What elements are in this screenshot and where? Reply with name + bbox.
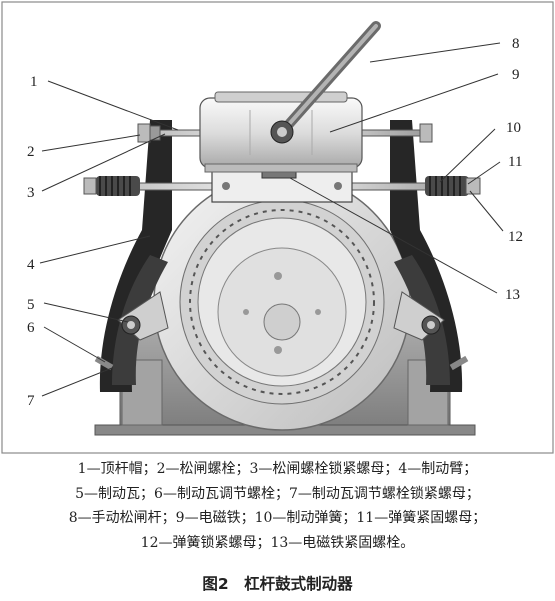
manual-release-lever	[270, 21, 381, 144]
leader-lines	[39, 42, 504, 397]
legend-line: 5—制动瓦；6—制动瓦调节螺栓；7—制动瓦调节螺栓锁紧螺母；	[75, 485, 480, 502]
legend: 1—顶杆帽；2—松闸螺栓；3—松闸螺栓锁紧螺母；4—制动臂； 5—制动瓦；6—制…	[0, 457, 555, 555]
callout-5: 5	[27, 297, 35, 313]
callout-1: 1	[30, 74, 38, 90]
legend-line: 12—弹簧锁紧螺母；13—电磁铁紧固螺栓。	[140, 534, 415, 551]
callout-8: 8	[512, 36, 520, 52]
callout-11: 11	[508, 154, 522, 170]
callout-9: 9	[512, 67, 520, 83]
callout-3: 3	[27, 185, 35, 201]
figure-caption: 图2 杠杆鼓式制动器	[202, 575, 353, 593]
callout-12: 12	[508, 229, 523, 245]
callout-10: 10	[506, 120, 521, 136]
legend-line: 1—顶杆帽；2—松闸螺栓；3—松闸螺栓锁紧螺母；4—制动臂；	[77, 461, 478, 477]
callout-2: 2	[27, 144, 35, 160]
brake-diagram: 1 2 3 4 5 6 7 8 9 10 11 12 13	[1, 1, 554, 454]
callout-4: 4	[27, 257, 35, 273]
brake-drum	[153, 173, 411, 431]
right-spring	[425, 176, 469, 196]
callout-7: 7	[27, 393, 35, 409]
callout-6: 6	[27, 320, 35, 336]
callout-13: 13	[505, 287, 520, 303]
left-spring	[96, 176, 140, 196]
legend-line: 8—手动松闸杆；9—电磁铁；10—制动弹簧；11—弹簧紧固螺母；	[68, 510, 487, 526]
